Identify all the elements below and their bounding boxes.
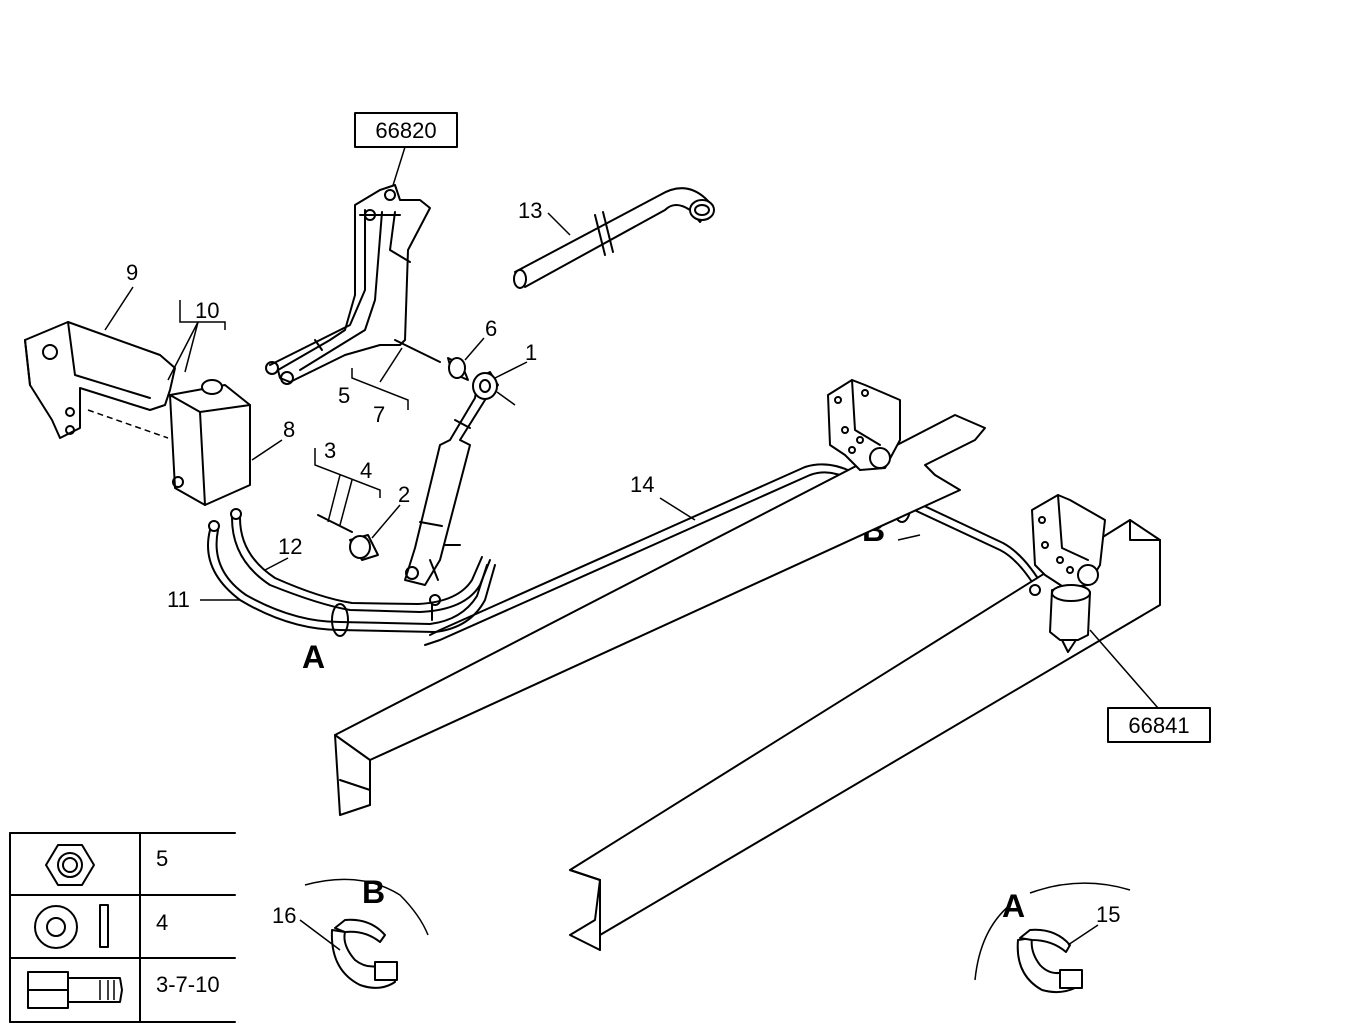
- pin-7: [394, 339, 441, 363]
- callout-3: 3: [324, 438, 336, 463]
- leader-66841: [1089, 629, 1159, 709]
- callout-14: 14: [630, 472, 654, 497]
- control-box-8: [169, 379, 251, 506]
- detail-b: [304, 878, 429, 989]
- callout-10: 10: [195, 298, 219, 323]
- washer-icon: [34, 904, 109, 949]
- bolt-icon: [27, 971, 123, 1009]
- marker-b-detail: B: [362, 874, 385, 910]
- callout-9: 9: [126, 260, 138, 285]
- sensor-66841: [1029, 584, 1091, 653]
- callout-4: 4: [360, 458, 372, 483]
- callout-8: 8: [283, 417, 295, 442]
- clamp-a-marker: [331, 603, 349, 637]
- hose-11: [207, 520, 496, 633]
- bushing-2: [349, 534, 379, 561]
- reference-66841-label: 66841: [1128, 713, 1189, 738]
- reference-box-66841[interactable]: 66841: [1107, 707, 1211, 743]
- pipe-13: [513, 187, 715, 289]
- frame-bracket-lower: [1031, 494, 1106, 589]
- bracket-9: [24, 321, 176, 439]
- detail-a: [974, 882, 1131, 994]
- legend-row-1-items: 5: [156, 846, 168, 871]
- callout-13: 13: [518, 198, 542, 223]
- bushing-6: [447, 357, 469, 381]
- callout-15: 15: [1096, 902, 1120, 927]
- callout-7: 7: [373, 402, 385, 427]
- reference-box-66820[interactable]: 66820: [354, 112, 458, 148]
- legend-row-2-items: 4: [156, 910, 168, 935]
- legend-row-3-items: 3-7-10: [156, 972, 220, 997]
- marker-a-main: A: [302, 639, 325, 675]
- hose-12: [230, 508, 491, 613]
- pin-3: [317, 514, 353, 533]
- callout-1: 1: [525, 340, 537, 365]
- legend-table: 5 4 3-7-10: [9, 832, 236, 1023]
- reference-66820-label: 66820: [375, 118, 436, 143]
- callout-12: 12: [278, 534, 302, 559]
- frame-bracket-upper: [827, 379, 901, 471]
- callout-2: 2: [398, 482, 410, 507]
- cylinder-1: [404, 371, 516, 586]
- callout-5: 5: [338, 383, 350, 408]
- callout-11: 11: [167, 587, 190, 612]
- frame-rail-left: [334, 414, 986, 816]
- upper-bracket: [265, 184, 431, 385]
- marker-a-detail: A: [1002, 888, 1025, 924]
- callout-6: 6: [485, 316, 497, 341]
- frame-rail-right: [569, 519, 1161, 951]
- nut-icon: [45, 844, 95, 886]
- callout-16: 16: [272, 903, 296, 928]
